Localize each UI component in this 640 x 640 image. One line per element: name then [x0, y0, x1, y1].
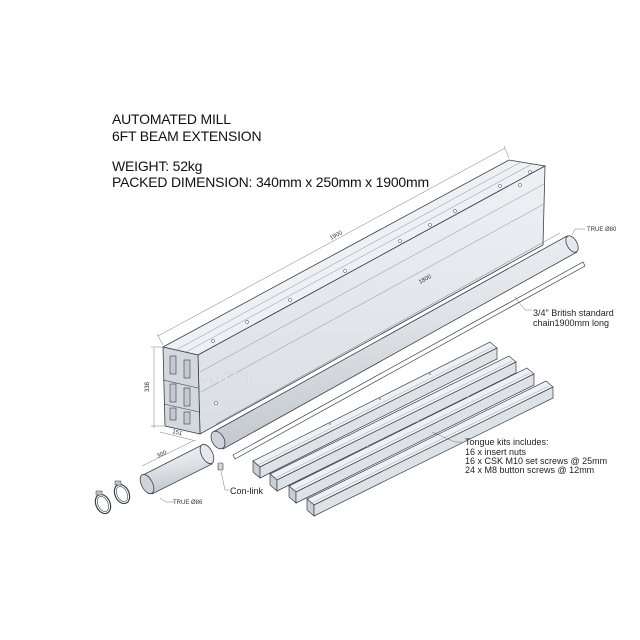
dim-151-label: 151	[172, 429, 184, 437]
tongue-rail-3	[288, 367, 535, 504]
title-line-2: 6FT BEAM EXTENSION	[112, 128, 262, 144]
dia-86-label: TRUE Ø86	[173, 500, 203, 506]
tongue-kit-title: Tongue kits includes:	[465, 437, 549, 447]
title-line-1: AUTOMATED MILL	[112, 111, 231, 127]
short-tube	[139, 440, 215, 503]
tongue-kit-item-3: 24 x M8 button screws @ 12mm	[465, 465, 595, 475]
tongue-rail-2	[269, 355, 517, 492]
tongue-kit-item-2: 16 x CSK M10 set screws @ 25mm	[465, 456, 608, 466]
weight-text: WEIGHT: 52kg	[112, 158, 203, 174]
dia-80-label: TRUE Ø80	[587, 227, 617, 233]
tongue-rail-4	[306, 380, 554, 517]
beam-profile-detail	[162, 355, 200, 425]
beam-top-slot-lines	[175, 161, 545, 393]
tongue-insert-nuts	[329, 373, 487, 461]
beam-bolt-holes	[211, 170, 532, 405]
dia-80-leader	[571, 228, 585, 236]
tongue-rail-1	[252, 341, 498, 479]
beam-end-face	[162, 346, 201, 435]
long-tube	[210, 232, 579, 450]
chain-callout-line-2: chain1900mm long	[533, 318, 610, 328]
dimension-1900	[156, 145, 510, 346]
con-link-label: Con-link	[230, 486, 264, 496]
hose-clamps	[94, 480, 131, 515]
dimension-338	[151, 346, 164, 428]
beam-extension: 1900 338 151 SMITH	[145, 145, 547, 442]
dim-300-label: 300	[156, 450, 168, 460]
packed-dimension-text: PACKED DIMENSION: 340mm x 250mm x 1900mm	[112, 174, 429, 190]
tongue-kit-item-1: 16 x insert nuts	[465, 447, 527, 457]
watermark: SMITH	[200, 370, 252, 386]
dim-1900-label: 1900	[329, 230, 344, 242]
chain	[232, 261, 586, 460]
chain-callout-line-1: 3/4" British standard	[533, 308, 614, 318]
con-link	[217, 462, 229, 491]
dim-338-label: 338	[145, 381, 151, 392]
dimension-151	[159, 431, 197, 442]
tongue-kit-rails	[252, 341, 554, 517]
